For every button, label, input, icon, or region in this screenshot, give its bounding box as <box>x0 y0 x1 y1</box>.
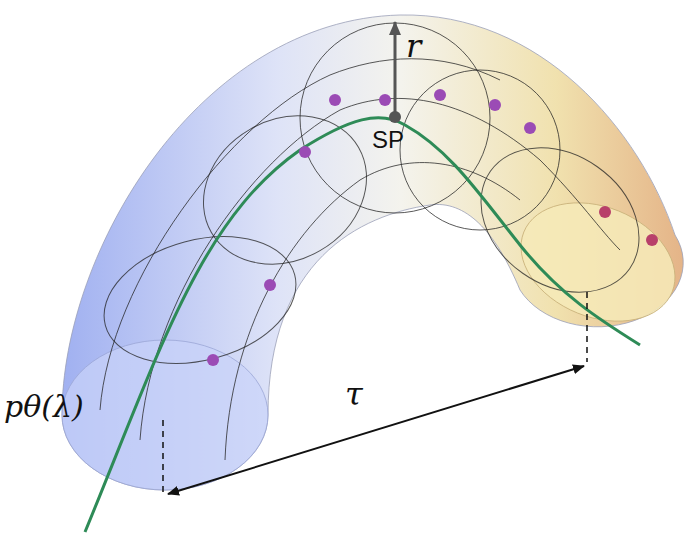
radius-label: r <box>406 30 421 62</box>
data-points <box>207 89 658 366</box>
tube <box>62 15 684 490</box>
distance-label: τ <box>345 378 363 410</box>
curve-label: pθ(λ) <box>4 392 84 422</box>
dashed-mark <box>586 292 588 362</box>
radius-arrow <box>394 22 397 112</box>
sp-point <box>389 111 401 123</box>
point-label: SP <box>372 128 404 152</box>
dashed-mark <box>162 420 164 492</box>
wire-circles <box>90 23 667 460</box>
tau-arrow <box>168 366 584 494</box>
curve <box>85 118 640 532</box>
